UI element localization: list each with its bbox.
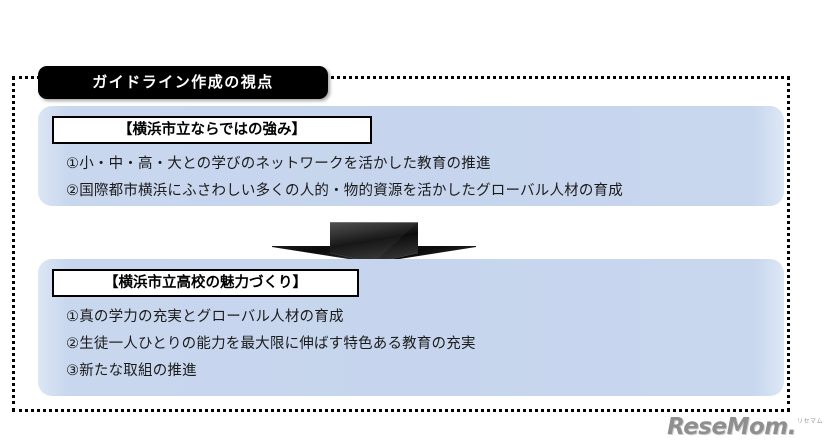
list-item: ②国際都市横浜にふさわしい多くの人的・物的資源を活かしたグローバル人材の育成 [66, 183, 623, 199]
panel-strengths-list: ①小・中・高・大との学びのネットワークを活かした教育の推進 ②国際都市横浜にふさ… [66, 151, 768, 205]
list-item: ①真の学力の充実とグローバル人材の育成 [66, 309, 344, 325]
watermark: ReseMom. リセマム [667, 416, 823, 439]
panel-strengths-heading-label: 【横浜市立ならではの強み】 [117, 121, 307, 138]
list-item: ③新たな取組の推進 [66, 363, 197, 379]
panel-strengths-heading: 【横浜市立ならではの強み】 [52, 116, 372, 144]
list-item: ②生徒一人ひとりの能力を最大限に伸ばす特色ある教育の充実 [66, 336, 476, 352]
title-banner-label: ガイドライン作成の視点 [92, 73, 274, 91]
watermark-kana: リセマム [796, 418, 823, 425]
down-arrow-icon [268, 220, 480, 264]
panel-attractiveness-heading: 【横浜市立高校の魅力づくり】 [52, 269, 359, 297]
panel-attractiveness-heading-label: 【横浜市立高校の魅力づくり】 [104, 274, 307, 291]
title-banner: ガイドライン作成の視点 [38, 66, 328, 99]
panel-strengths: 【横浜市立ならではの強み】 ①小・中・高・大との学びのネットワークを活かした教育… [38, 106, 784, 206]
panel-attractiveness-list: ①真の学力の充実とグローバル人材の育成 ②生徒一人ひとりの能力を最大限に伸ばす特… [66, 304, 768, 385]
panel-attractiveness: 【横浜市立高校の魅力づくり】 ①真の学力の充実とグローバル人材の育成 ②生徒一人… [38, 259, 784, 396]
dashed-outer-frame [12, 76, 790, 412]
watermark-label: ReseMom. [667, 414, 796, 440]
list-item: ①小・中・高・大との学びのネットワークを活かした教育の推進 [66, 156, 491, 172]
